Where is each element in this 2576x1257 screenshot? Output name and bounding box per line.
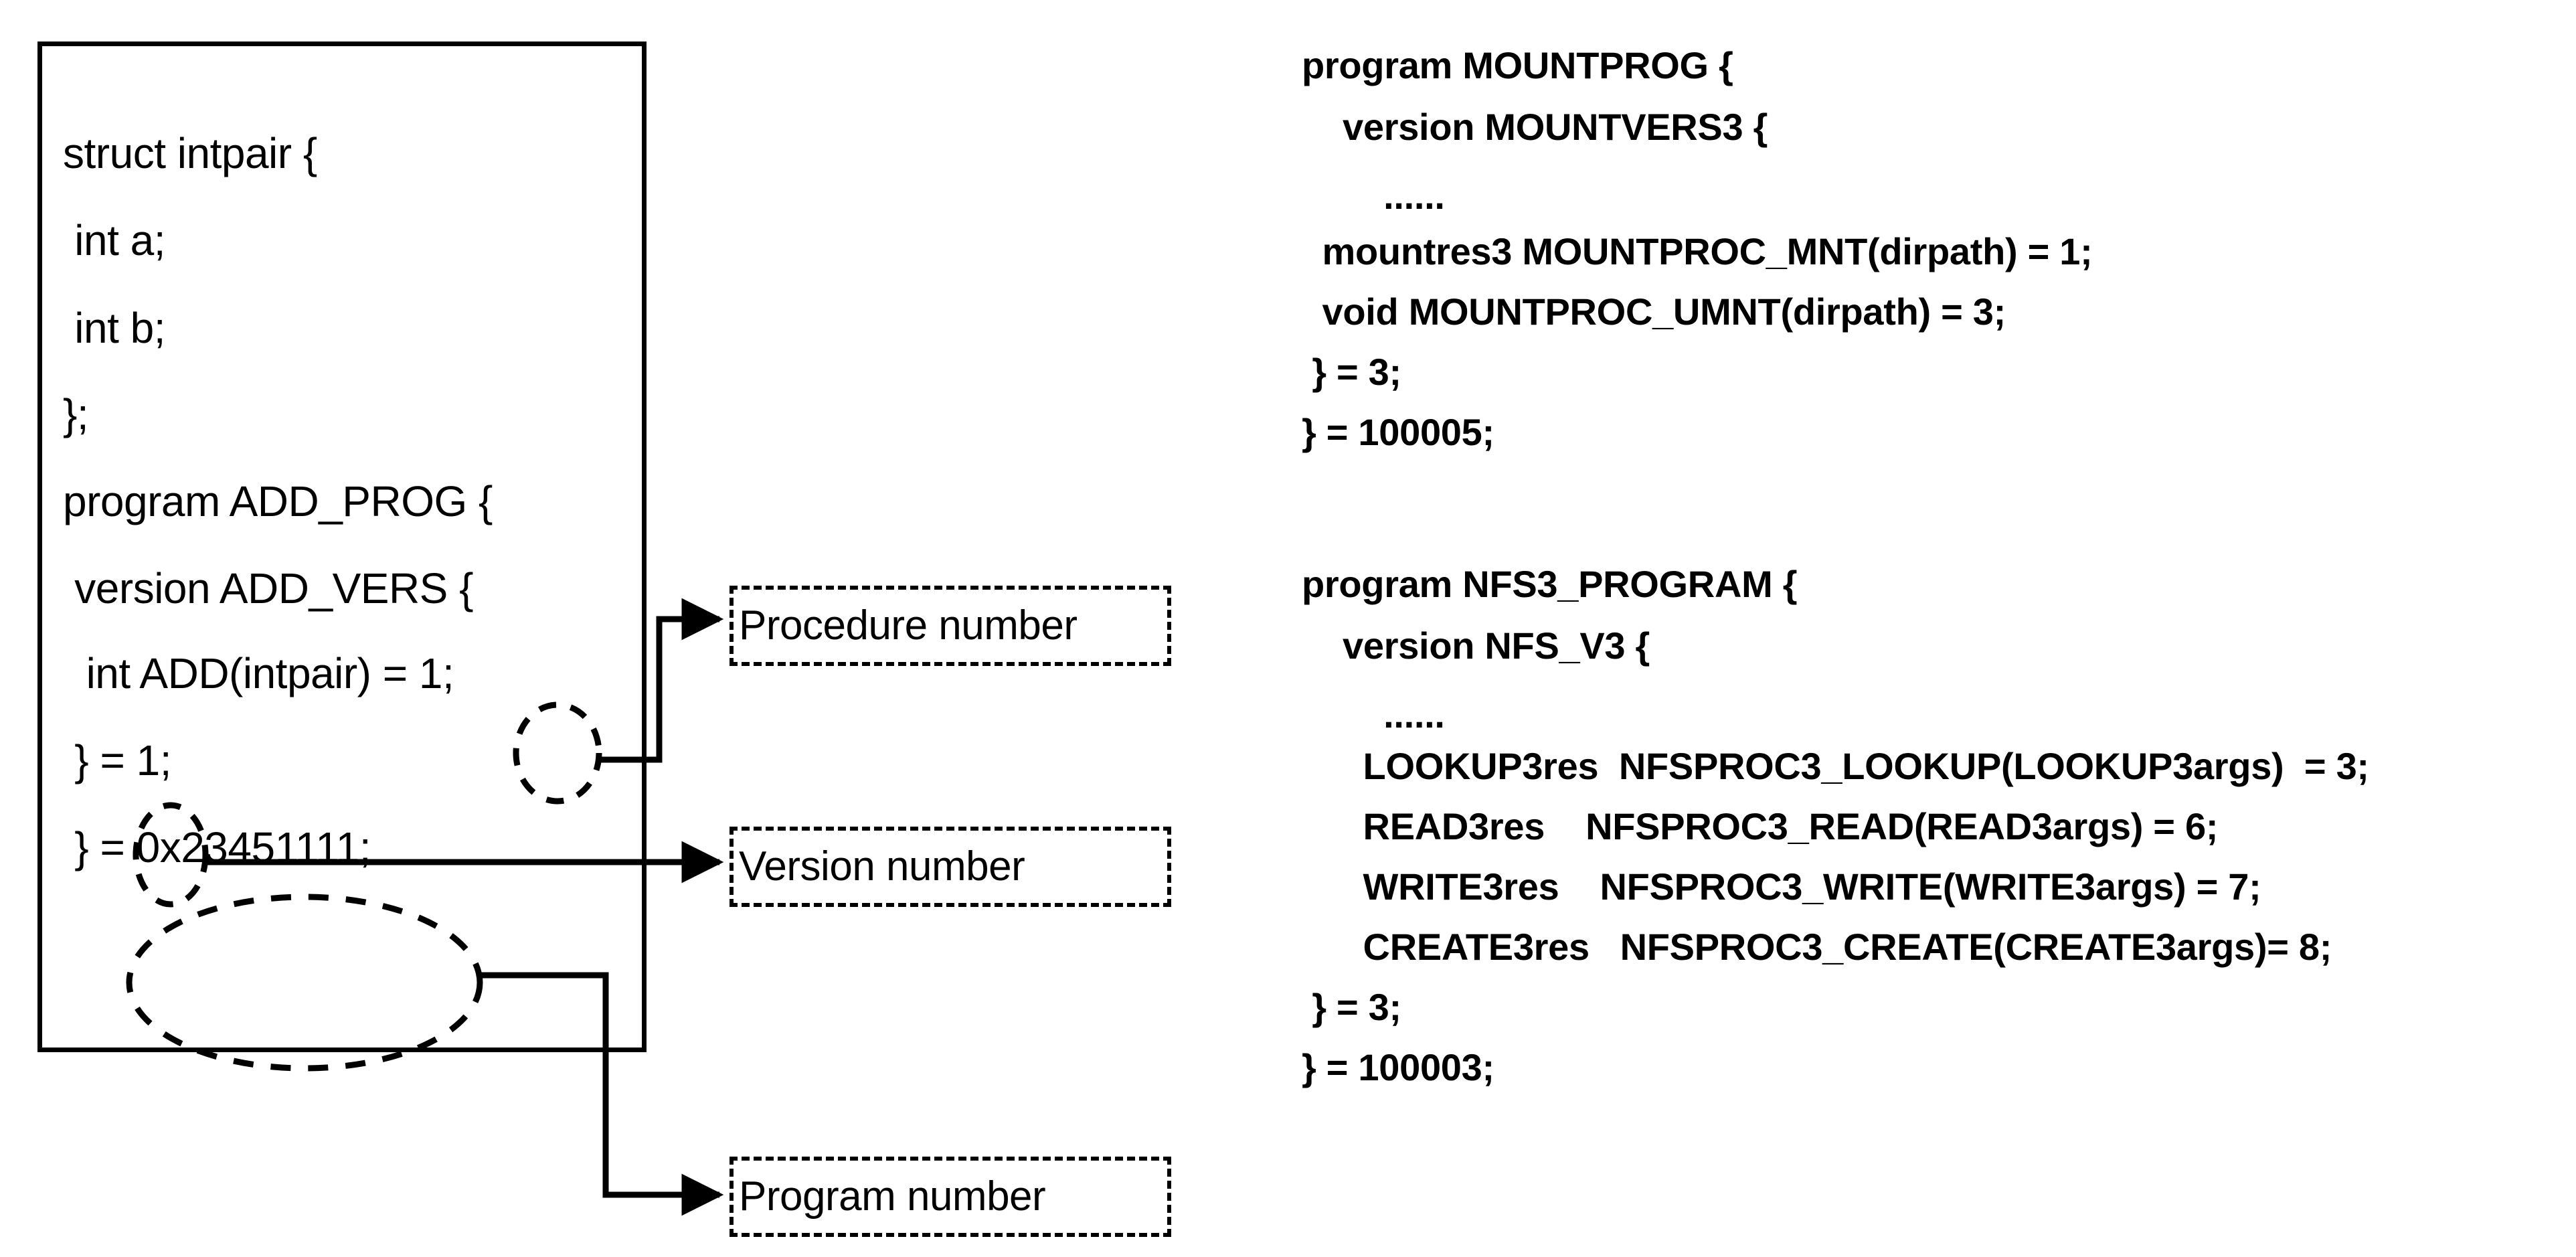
rpc-code-line: program NFS3_PROGRAM { (1302, 563, 1798, 605)
callout-procedure-number: Procedure number (729, 586, 1171, 666)
callout-version-number: Version number (729, 827, 1171, 907)
rpc-code-line: program MOUNTPROG { (1302, 44, 1733, 86)
rpc-code-line: } = 3; (1302, 986, 1401, 1028)
rpc-code-line: version NFS_V3 { (1302, 624, 1650, 667)
callout-label: Procedure number (739, 602, 1078, 649)
xdr-code-line: program ADD_PROG { (63, 477, 493, 525)
rpc-code-line: void MOUNTPROC_UMNT(dirpath) = 3; (1302, 290, 2006, 333)
rpc-code-line: WRITE3res NFSPROC3_WRITE(WRITE3args) = 7… (1302, 865, 2261, 908)
rpc-code-line: READ3res NFSPROC3_READ(READ3args) = 6; (1302, 805, 2219, 847)
xdr-code-line: int a; (63, 216, 166, 264)
callout-label: Version number (739, 843, 1025, 890)
rpc-code-line: ...... (1302, 175, 1445, 217)
rpc-code-line: } = 100003; (1302, 1046, 1494, 1088)
rpc-code-line: ...... (1302, 693, 1445, 736)
xdr-code-line: version ADD_VERS { (63, 564, 473, 612)
xdr-definition-box (37, 41, 647, 1052)
xdr-code-line: int ADD(intpair) = 1; (63, 649, 454, 697)
xdr-code-line: struct intpair { (63, 129, 317, 177)
rpc-code-line: LOOKUP3res NFSPROC3_LOOKUP(LOOKUP3args) … (1302, 745, 2370, 787)
xdr-code-line: } = 0x23451111; (63, 823, 371, 871)
rpc-code-line: version MOUNTVERS3 { (1302, 106, 1768, 148)
xdr-code-line: int b; (63, 304, 166, 352)
rpc-code-line: mountres3 MOUNTPROC_MNT(dirpath) = 1; (1302, 230, 2093, 272)
xdr-code-line: } = 1; (63, 736, 171, 784)
rpc-code-line: } = 3; (1302, 351, 1401, 393)
callout-label: Program number (739, 1173, 1046, 1220)
rpc-code-line: } = 100005; (1302, 411, 1494, 453)
rpc-code-line: CREATE3res NFSPROC3_CREATE(CREATE3args)=… (1302, 926, 2332, 968)
callout-program-number: Program number (729, 1157, 1171, 1237)
xdr-code-line: }; (63, 390, 89, 438)
